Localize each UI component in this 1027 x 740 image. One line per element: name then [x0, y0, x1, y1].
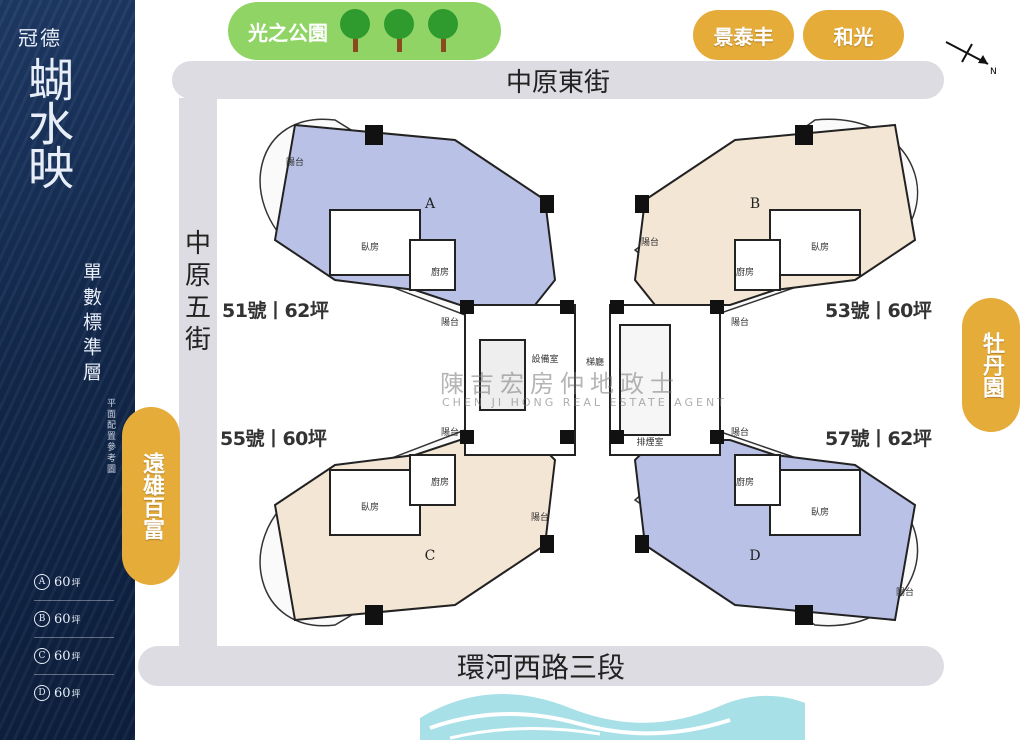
watermark-en: CHEN JI HONG REAL ESTATE AGENT: [442, 396, 727, 409]
room-c-bedroom: [329, 469, 421, 536]
peony-garden-label: 牡丹園: [979, 332, 1004, 398]
core-stairs: [619, 324, 671, 436]
landmark-park: 光之公園: [228, 2, 501, 60]
label-balcony: 陽台: [731, 426, 749, 438]
column: [540, 195, 554, 213]
column: [710, 300, 724, 314]
label-balcony: 陽台: [441, 426, 459, 438]
street-huanhe-west: 環河西路三段: [138, 646, 944, 686]
column: [460, 300, 474, 314]
column: [795, 605, 813, 625]
label-balcony: 陽台: [731, 316, 749, 328]
landmark-farglory: 遠雄百富: [122, 407, 180, 585]
label-bedroom: 臥房: [811, 506, 829, 518]
column: [365, 605, 383, 625]
floor-subtitle: 單數標準層: [80, 262, 102, 387]
street-zhongyuan-fifth: 中原五街: [179, 98, 217, 650]
label-kitchen: 廚房: [736, 476, 754, 488]
column: [365, 125, 383, 145]
column: [710, 430, 724, 444]
label-balcony: 陽台: [441, 316, 459, 328]
unit-label-51: 51號丨62坪: [222, 300, 329, 322]
park-label: 光之公園: [248, 20, 328, 45]
core-lift: [479, 339, 526, 411]
floor-plan: A B C D 陽台 陽台 陽台 陽台 陽台 陽台 陽台 陽台 臥房 臥房 臥房…: [259, 118, 919, 627]
compass-label: N: [990, 67, 997, 77]
watermark-cn: 陳吉宏房仲地政士: [440, 370, 680, 398]
street-zhongyuan-east: 中原東街: [172, 61, 944, 99]
room-d-bedroom: [769, 469, 861, 536]
room-a-kitchen: [409, 239, 456, 291]
column: [795, 125, 813, 145]
column: [560, 300, 574, 314]
brand-small: 冠德: [18, 26, 62, 50]
label-kitchen: 廚房: [736, 266, 754, 278]
room-b-bedroom: [769, 209, 861, 276]
street-left-label: 中原五街: [184, 229, 211, 355]
landmark-jingtaifeng: 景泰丰: [693, 10, 794, 60]
label-equip: 設備室: [531, 353, 558, 365]
room-c-kitchen: [409, 454, 456, 506]
brand-title: 蝴水映: [21, 56, 75, 188]
landmark-heguang: 和光: [803, 10, 904, 60]
trees-icon: [334, 6, 474, 56]
label-kitchen: 廚房: [431, 476, 449, 488]
unit-label-57: 57號丨62坪: [825, 428, 932, 450]
river-graphic: [420, 694, 805, 740]
unit-letter-a: A: [424, 196, 436, 212]
column: [610, 300, 624, 314]
label-kitchen: 廚房: [431, 266, 449, 278]
room-d-kitchen: [734, 454, 781, 506]
label-balcony: 陽台: [641, 236, 659, 248]
label-bedroom: 臥房: [361, 501, 379, 513]
label-stair: 梯廳: [586, 356, 604, 368]
unit-label-53: 53號丨60坪: [825, 300, 932, 322]
column: [635, 195, 649, 213]
unit-letter-c: C: [425, 548, 436, 564]
column: [540, 535, 554, 553]
column: [560, 430, 574, 444]
label-balcony: 陽台: [286, 156, 304, 168]
column: [610, 430, 624, 444]
label-bedroom: 臥房: [361, 241, 379, 253]
label-balcony: 陽台: [896, 586, 914, 598]
unit-letter-d: D: [749, 548, 760, 564]
north-arrow-icon: N: [945, 41, 997, 77]
farglory-label: 遠雄百富: [139, 452, 164, 540]
column: [460, 430, 474, 444]
plan-note: 平面配置參考圖: [105, 398, 115, 475]
label-bedroom: 臥房: [811, 241, 829, 253]
room-b-kitchen: [734, 239, 781, 291]
label-balcony: 陽台: [531, 511, 549, 523]
unit-label-55: 55號丨60坪: [220, 428, 327, 450]
column: [635, 535, 649, 553]
landmark-peony-garden: 牡丹園: [962, 298, 1020, 432]
unit-letter-b: B: [750, 196, 760, 212]
label-shaft: 排煙室: [636, 436, 663, 448]
